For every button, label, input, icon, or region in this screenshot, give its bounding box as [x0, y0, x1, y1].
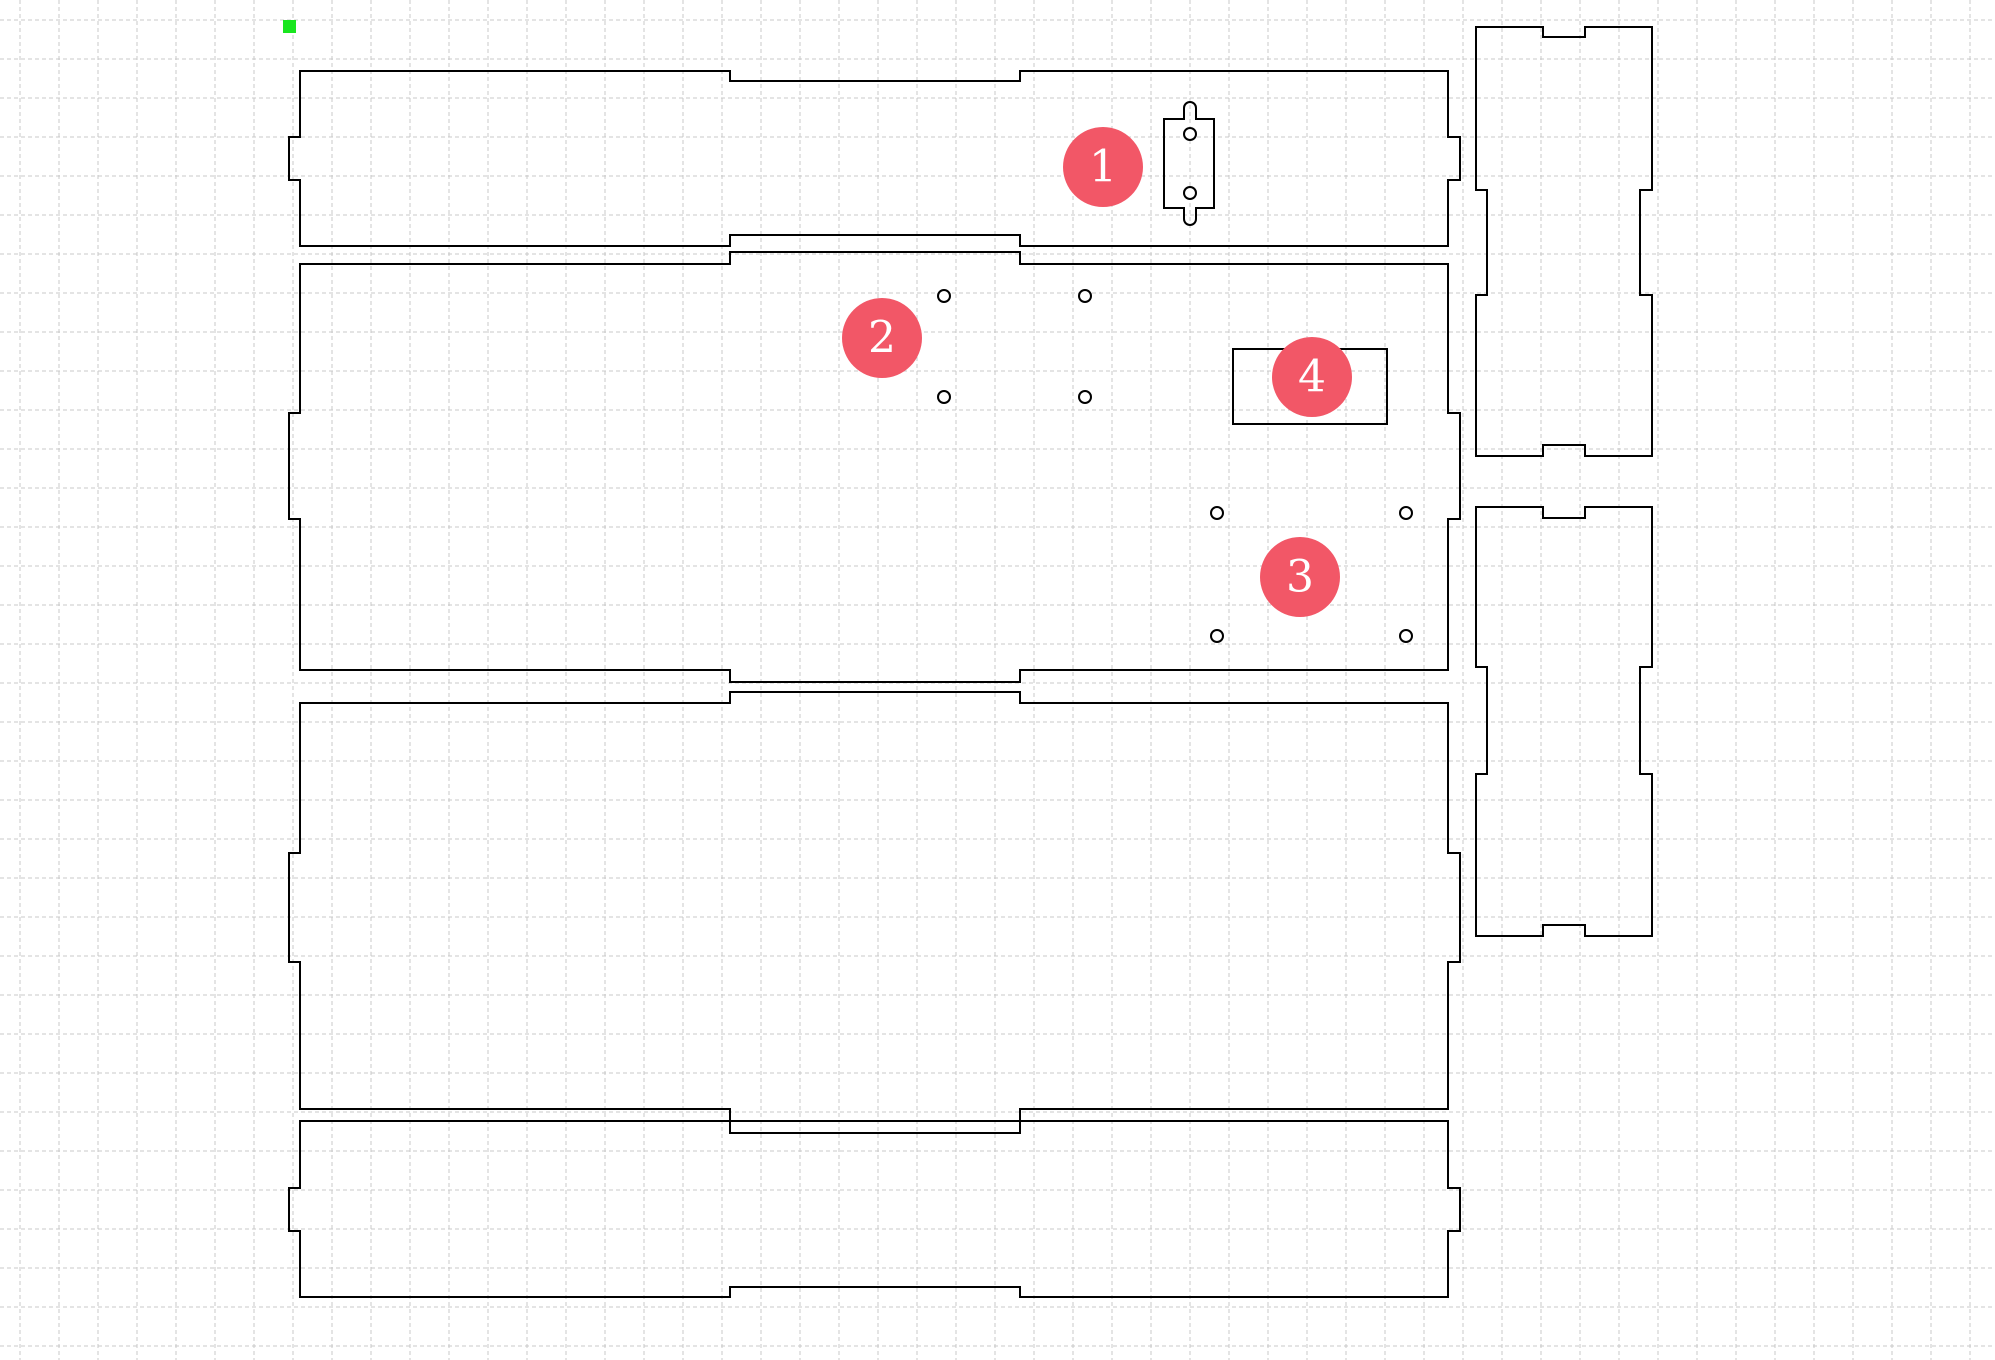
mount-hole	[1078, 390, 1092, 404]
mount-hole	[937, 289, 951, 303]
origin-square-icon	[283, 20, 296, 33]
bracket-hole	[1183, 127, 1197, 141]
marker-3[interactable]: 3	[1260, 537, 1340, 617]
mount-hole	[1078, 289, 1092, 303]
mount-hole	[937, 390, 951, 404]
bracket	[1163, 101, 1215, 226]
mount-hole	[1210, 629, 1224, 643]
marker-circle	[842, 298, 922, 378]
marker-2[interactable]: 2	[842, 298, 922, 378]
mount-hole	[1210, 506, 1224, 520]
side-panel-upper	[1475, 26, 1653, 457]
bracket-hole	[1183, 186, 1197, 200]
marker-1[interactable]: 1	[1063, 127, 1143, 207]
marker-label: 1	[1089, 142, 1117, 193]
marker-4[interactable]: 4	[1272, 337, 1352, 417]
top-panel	[288, 70, 1461, 247]
marker-circle	[1260, 537, 1340, 617]
mount-hole	[1399, 629, 1413, 643]
mount-hole	[1399, 506, 1413, 520]
back-panel	[288, 691, 1461, 1122]
marker-circle	[1063, 127, 1143, 207]
marker-label: 2	[868, 313, 896, 364]
marker-label: 4	[1298, 352, 1326, 403]
bottom-panel	[288, 1120, 1461, 1298]
marker-label: 3	[1286, 552, 1314, 603]
marker-circle	[1272, 337, 1352, 417]
side-panel-lower	[1475, 506, 1653, 937]
base-panel	[288, 251, 1461, 683]
